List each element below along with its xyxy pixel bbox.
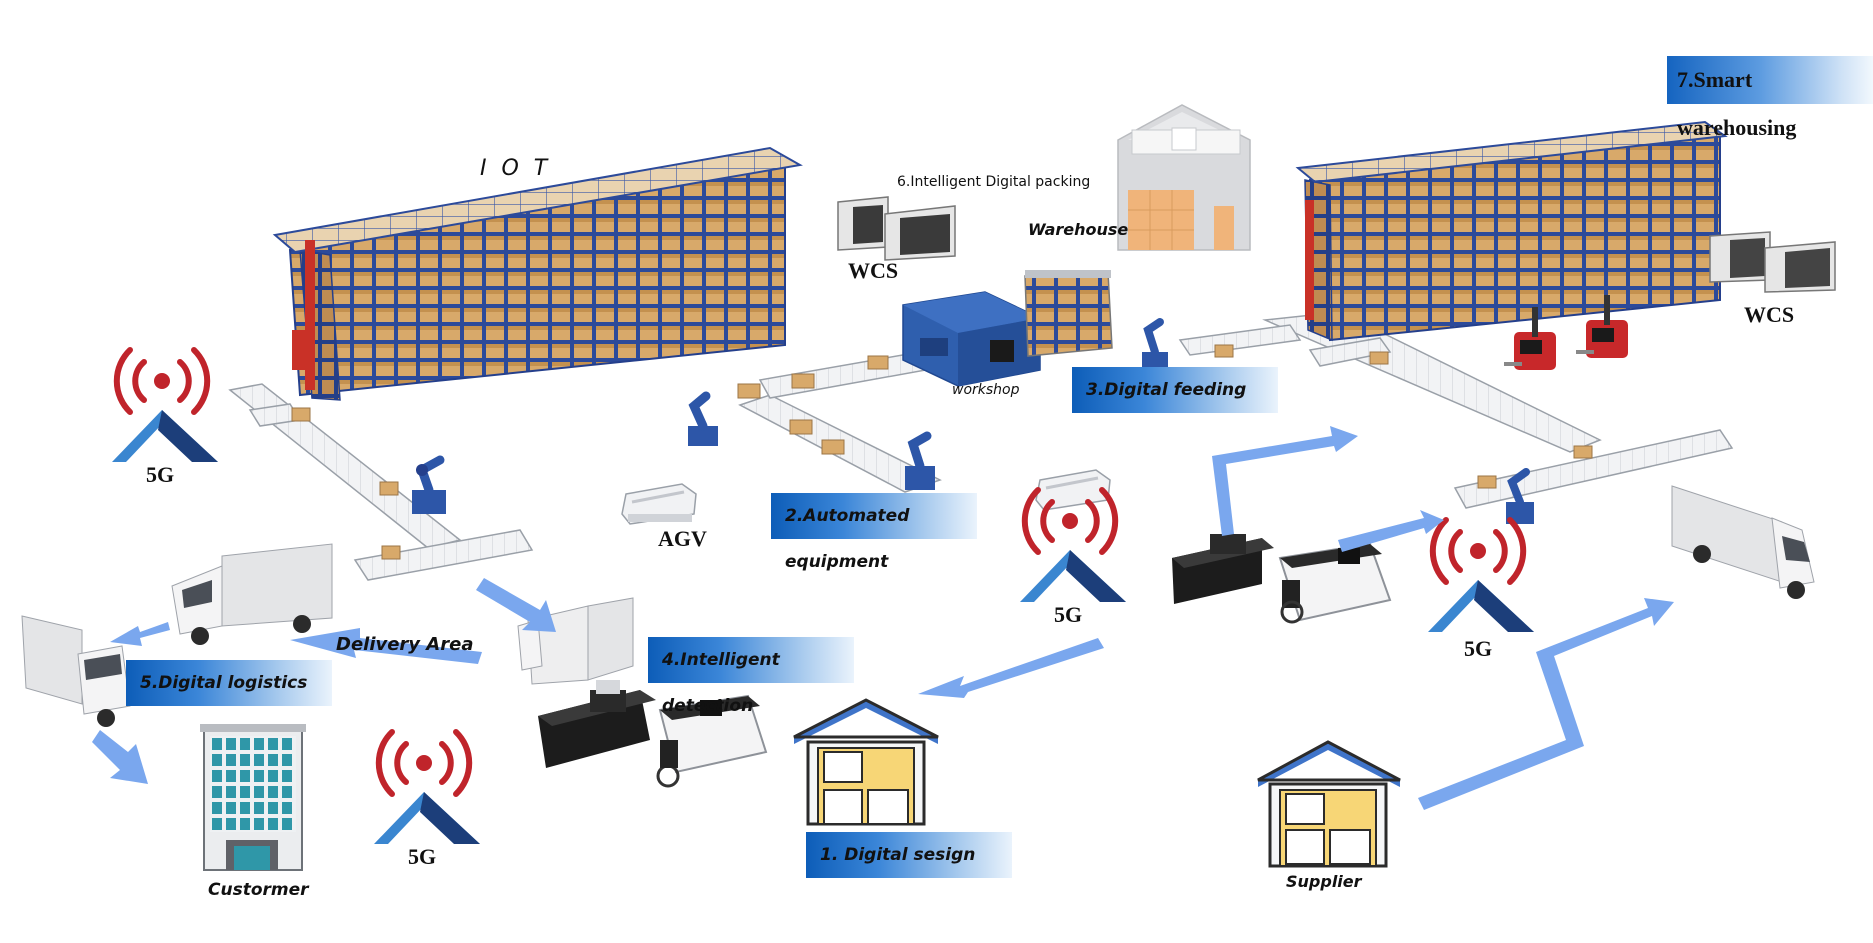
arrow-to-detection-desk: [1338, 510, 1444, 552]
5g-label: 5G: [408, 844, 437, 869]
workshop-label: workshop: [952, 382, 1020, 398]
conveyor-boxes: [291, 344, 1593, 560]
wcs-cabinets-left: [837, 196, 956, 261]
arrow-delivery-to-truck: [290, 628, 482, 664]
5g-label: 5G: [1464, 636, 1493, 661]
workshop-block: [902, 291, 1041, 387]
agv-label: AGV: [658, 526, 707, 551]
wcs-left-label: WCS: [848, 258, 899, 283]
5g-tower-icon: [1428, 517, 1534, 632]
arrow-detection-to-delivery: [476, 578, 556, 632]
warehouse-label: Warehouse: [1028, 220, 1129, 239]
delivery-area-label: Delivery Area: [336, 634, 474, 655]
flow-arrows: [92, 426, 1674, 810]
red-forklifts: [1504, 295, 1628, 370]
supplier-label: Supplier: [1286, 872, 1362, 891]
supplier-house-icon: [1257, 740, 1401, 868]
inspection-desk-center: [538, 680, 768, 788]
arrow-desk-to-feeding: [1212, 426, 1358, 536]
workshop-shelf: [1024, 270, 1113, 357]
step-digital-design: 1. Digital sesign: [806, 832, 1012, 878]
step-smart-warehousing: 7.Smart warehousing: [1667, 56, 1873, 140]
step-automated-equipment: 2.Automated equipment: [771, 493, 977, 572]
arrow-supplier-to-truck: [1418, 598, 1674, 810]
step-intelligent-detection: 4.Intelligent detection: [648, 637, 854, 716]
5g-label: 5G: [146, 462, 175, 487]
iot-label: I O T: [480, 156, 552, 181]
customer-label: Custormer: [208, 880, 309, 900]
customer-building: [200, 724, 306, 871]
trucks: [21, 485, 1815, 727]
design-house-icon: [793, 698, 939, 826]
agv-vehicles: [621, 469, 1111, 525]
5g-tower-icon: [112, 347, 218, 462]
warehouse-rack-right: [1295, 120, 1728, 342]
inspection-desk-right: [1172, 534, 1392, 624]
packing-label: 6.Intelligent Digital packing: [897, 174, 1091, 190]
5g-label: 5G: [1054, 602, 1083, 627]
wcs-right-label: WCS: [1744, 302, 1795, 327]
wcs-cabinets-right: [1709, 231, 1836, 293]
packing-warehouse-building: [1117, 104, 1251, 251]
arrow-to-design: [918, 638, 1104, 698]
step-digital-feeding: 3.Digital feeding: [1072, 367, 1278, 413]
robot-arms: [412, 318, 1534, 524]
conveyor-network: [228, 311, 1734, 581]
step-digital-logistics: 5.Digital logistics: [126, 660, 332, 706]
5g-tower-icon: [374, 729, 480, 844]
warehouse-rack-left: [272, 146, 803, 401]
5g-tower-icon: [1020, 487, 1126, 602]
arrow-logistics-to-customer: [92, 730, 148, 784]
arrow-truck-to-logistics: [110, 622, 170, 646]
